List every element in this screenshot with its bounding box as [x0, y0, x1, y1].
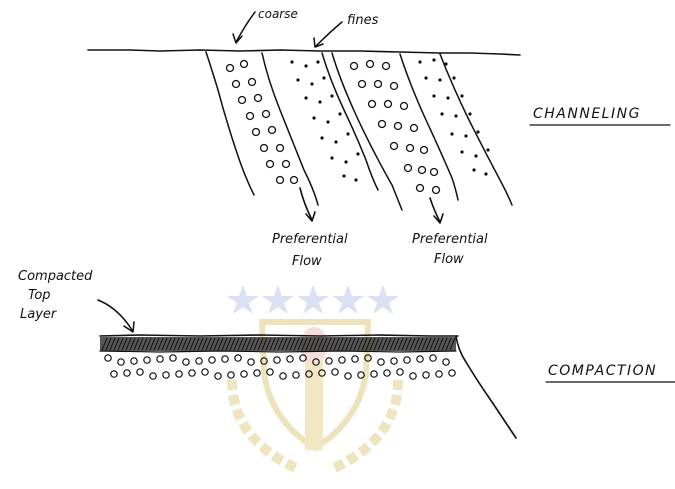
coarse-particle	[163, 372, 169, 378]
preferential-flow-label-right-line2: Flow	[434, 252, 464, 267]
coarse-particle	[209, 357, 215, 363]
compacted-label-arrow	[98, 300, 132, 330]
compacted-label-line3: Layer	[20, 307, 58, 322]
coarse-arrow	[236, 12, 255, 42]
coarse-particles-channel-1	[227, 61, 298, 184]
coarse-particle	[105, 355, 111, 361]
preferential-flow-arrow-right	[430, 198, 440, 222]
coarse-particle	[332, 369, 338, 375]
coarse-particle	[371, 371, 377, 377]
coarse-particle	[176, 371, 182, 377]
compaction-coarse-particles	[105, 355, 455, 379]
coarse-particle	[241, 371, 247, 377]
coarse-particle	[339, 357, 345, 363]
coarse-particle	[436, 371, 442, 377]
coarse-particle	[404, 357, 410, 363]
coarse-particle	[267, 369, 273, 375]
fines-arrow	[316, 22, 342, 46]
coarse-particle	[235, 355, 241, 361]
compacted-layer-bottom-edge	[100, 351, 456, 352]
preferential-flow-label-right-line1: Preferential	[412, 232, 488, 247]
channeling-diagram: coarse fines Preferential Flow Preferent…	[88, 7, 670, 269]
coarse-particle	[196, 358, 202, 364]
compacted-label-line1: Compacted	[18, 269, 93, 284]
channel-boundary-2	[262, 53, 318, 205]
coarse-particle	[391, 358, 397, 364]
ground-surface-line	[88, 50, 520, 55]
coarse-particle	[254, 370, 260, 376]
coarse-particle	[430, 355, 436, 361]
coarse-particle	[170, 355, 176, 361]
coarse-particle	[150, 373, 156, 379]
fines-label: fines	[347, 13, 379, 28]
compacted-label-arrowhead	[124, 322, 134, 332]
coarse-particle	[280, 373, 286, 379]
coarse-particle	[144, 357, 150, 363]
coarse-particle	[111, 371, 117, 377]
coarse-particle	[124, 370, 130, 376]
coarse-particle	[443, 359, 449, 365]
coarse-particle	[189, 370, 195, 376]
coarse-particle	[293, 372, 299, 378]
channeling-label: CHANNELING	[533, 106, 641, 122]
compacted-layer-top-edge	[100, 335, 458, 336]
coarse-particle	[345, 373, 351, 379]
coarse-particle	[157, 356, 163, 362]
channel-boundary-6	[440, 54, 512, 205]
watermark-stars	[227, 285, 399, 314]
coarse-particle	[449, 370, 455, 376]
channel-boundary-4	[332, 53, 402, 210]
coarse-particle	[352, 356, 358, 362]
coarse-particle	[215, 373, 221, 379]
channel-boundary-1	[206, 52, 254, 195]
coarse-particle	[410, 373, 416, 379]
coarse-particle	[202, 369, 208, 375]
coarse-particle	[248, 359, 254, 365]
coarse-particle	[274, 357, 280, 363]
compaction-slope-line	[456, 336, 516, 438]
channel-boundary-3	[322, 53, 378, 190]
compaction-label: COMPACTION	[548, 363, 657, 379]
coarse-particles-channel-2	[351, 61, 440, 194]
coarse-particle	[287, 356, 293, 362]
coarse-particle	[131, 358, 137, 364]
coarse-label: coarse	[258, 7, 298, 21]
coarse-particle	[222, 356, 228, 362]
coarse-particle	[378, 359, 384, 365]
coarse-particle	[423, 372, 429, 378]
preferential-flow-label-left-line2: Flow	[292, 254, 322, 269]
preferential-flow-label-left-line1: Preferential	[272, 232, 348, 247]
coarse-particle	[118, 359, 124, 365]
compacted-label-line2: Top	[28, 288, 51, 303]
coarse-particle	[397, 369, 403, 375]
coarse-particle	[228, 372, 234, 378]
fine-particles-channel-2	[418, 58, 489, 175]
coarse-particle	[384, 370, 390, 376]
coarse-particle	[183, 359, 189, 365]
coarse-particle	[137, 369, 143, 375]
coarse-particle	[417, 356, 423, 362]
coarse-particle	[326, 358, 332, 364]
watermark-torch	[305, 360, 323, 450]
